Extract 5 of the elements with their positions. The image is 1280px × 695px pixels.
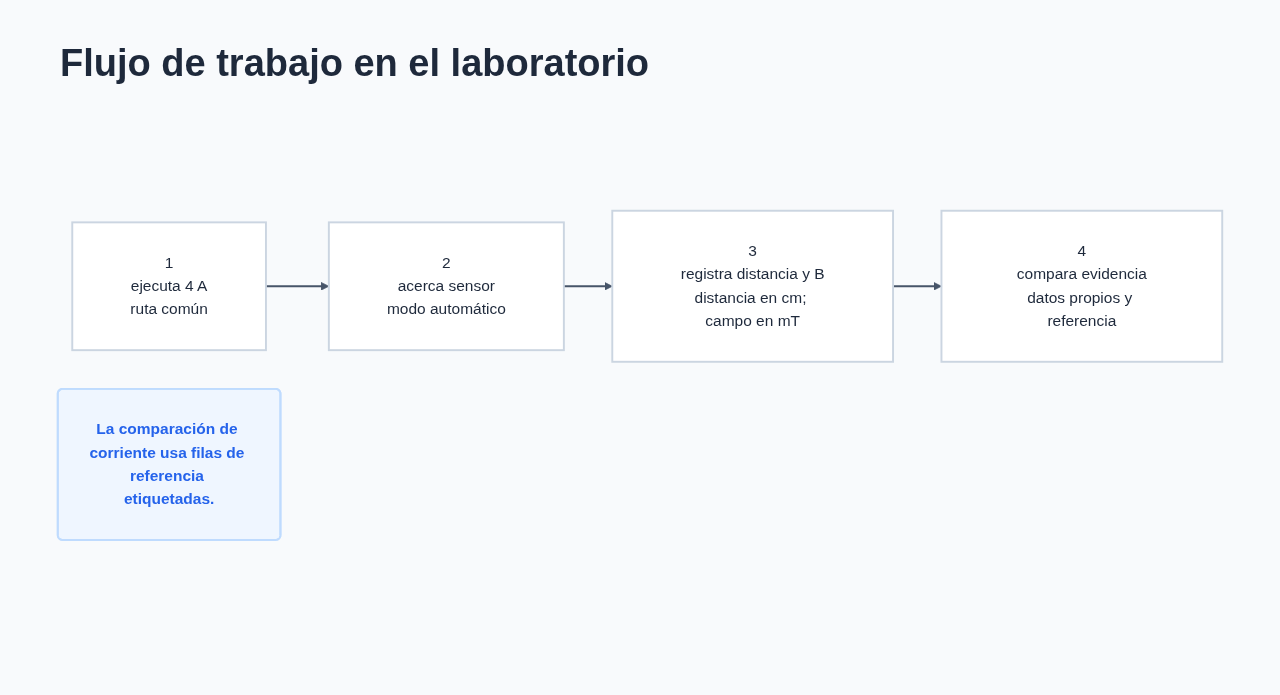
node-box: 4 compara evidencia datos propios y referencia — [940, 209, 1224, 363]
node-box: 2 acerca sensor modo automático — [327, 221, 565, 351]
diagram-title: Flujo de trabajo en el laboratorio — [60, 42, 651, 85]
node-box: 1 ejecuta 4 A ruta común — [71, 221, 267, 351]
node-box: 3 registra distancia y B distancia en cm; campo en mT — [611, 209, 894, 363]
